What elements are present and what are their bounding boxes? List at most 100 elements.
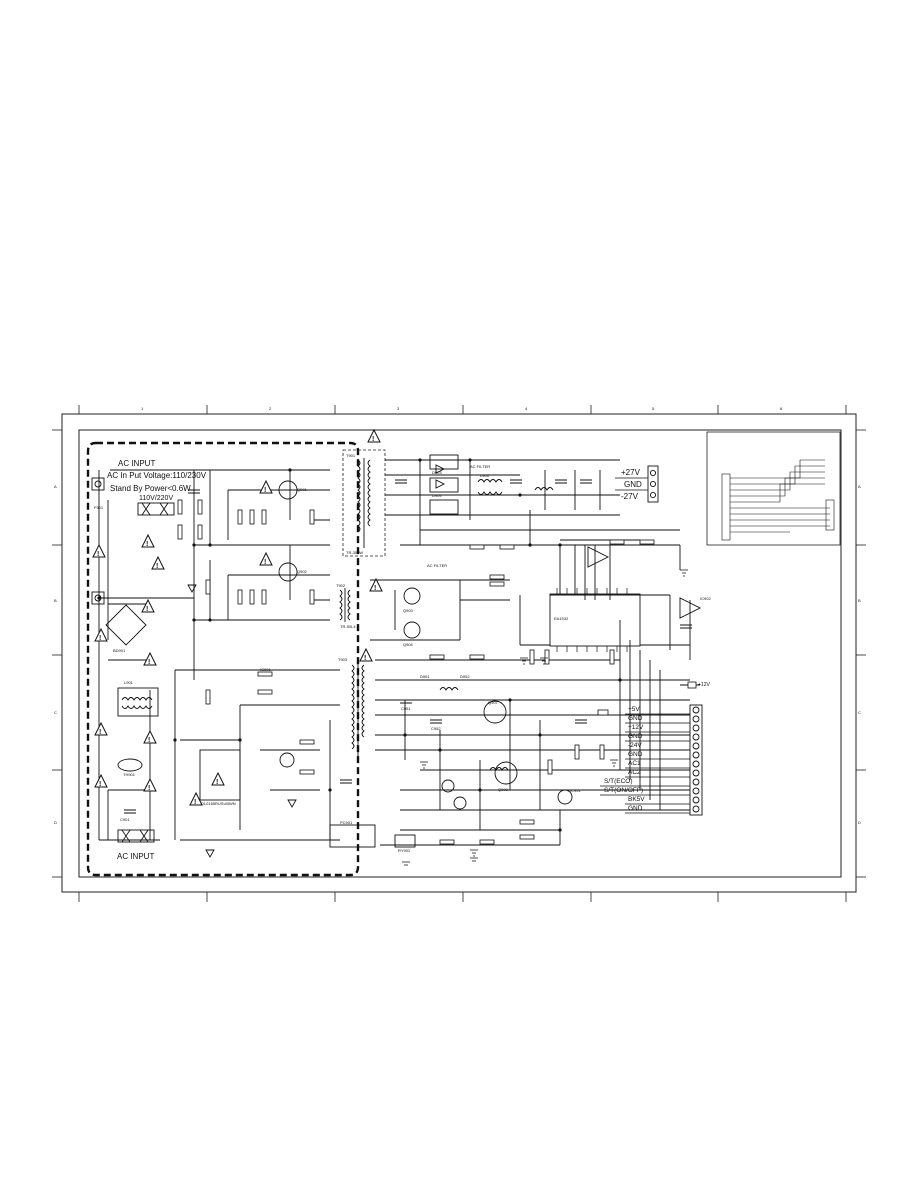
output-pin-3: +12V <box>628 724 644 731</box>
diode-27v-neg-label: D904 <box>432 493 442 498</box>
cap-12v-label: C952 <box>431 726 441 731</box>
output-pin-2: GND <box>628 715 643 722</box>
output-27v-neg: -27V <box>621 492 638 501</box>
inductor-27v-label: L903 <box>480 473 489 478</box>
regulator-body <box>394 834 416 848</box>
output-27v-pos: +27V <box>621 468 640 477</box>
col-marker-4: 4 <box>525 406 528 411</box>
extra-12v-label: +12V <box>698 682 710 688</box>
svg-text:!: ! <box>99 781 101 788</box>
opamp-a <box>587 546 610 568</box>
diode-27v-label: D903 <box>432 470 442 475</box>
row-marker-b-right: B <box>858 598 861 603</box>
thermistor-label: TH901 <box>123 772 136 777</box>
row-marker-d: D <box>54 820 57 825</box>
opamp-b <box>679 597 702 619</box>
ic-ea1532-body <box>549 593 641 647</box>
q-sb2-label: Q908 <box>498 787 508 792</box>
output-27v-gnd: GND <box>624 480 642 489</box>
row-marker-d-right: D <box>858 820 861 825</box>
output-pin-5: -24V <box>628 742 642 749</box>
row-marker-c: C <box>54 710 57 715</box>
bridge-rectifier <box>105 604 147 646</box>
svg-text:!: ! <box>156 563 158 570</box>
optocoupler-body <box>329 824 376 848</box>
col-marker-3: 3 <box>397 406 400 411</box>
relay-label: RY901 <box>398 848 411 853</box>
inset-block <box>706 431 841 546</box>
ac-filter-label-2: AC FILTER <box>427 563 448 568</box>
output-pin-8: AC2 <box>628 769 641 776</box>
ac-input-bottom-label: AC INPUT <box>117 852 155 861</box>
svg-text:!: ! <box>264 487 266 494</box>
ac-filter-label-1: AC FILTER <box>470 464 491 469</box>
svg-text:!: ! <box>148 785 150 792</box>
transformer-sb-label: T903 <box>338 657 348 662</box>
transformer-rating-label: TR-350W <box>346 550 364 555</box>
svg-text:!: ! <box>372 436 374 443</box>
row-marker-a-right: A <box>858 484 861 489</box>
output-pin-10: S/T(ON/OFF) <box>604 787 643 794</box>
output-connector-body <box>689 704 703 816</box>
svg-text:!: ! <box>148 737 150 744</box>
mosfet-a-symbol <box>278 480 298 500</box>
mosfet-b-label: Q902 <box>297 569 307 574</box>
ac-cap-label: C901 <box>120 817 130 822</box>
ac-voltage-line: AC In Put Voltage:110/230V <box>107 471 207 480</box>
regulator-label: IC901 <box>260 667 271 672</box>
bridge-label: BD901 <box>113 648 126 653</box>
output-pin-9: S/T(ECO) <box>604 778 633 785</box>
svg-text:!: ! <box>194 799 196 806</box>
col-marker-2: 2 <box>269 406 272 411</box>
output-pin-1: +5V <box>628 706 640 713</box>
col-marker-1: 1 <box>141 406 144 411</box>
svg-text:!: ! <box>99 729 101 736</box>
output-pin-11: BK5V <box>628 796 645 803</box>
ac-plug <box>117 829 155 843</box>
svg-text:!: ! <box>146 541 148 548</box>
svg-text:!: ! <box>374 585 376 592</box>
line-filter-label: L901 <box>124 680 133 685</box>
output-pin-7: AC1 <box>628 760 641 767</box>
ic-pwm-body <box>199 749 241 801</box>
transformer-box <box>342 449 386 557</box>
diode-5v-label: D951 <box>420 674 430 679</box>
opamp-label: IC902 <box>700 596 711 601</box>
mosfet-b-symbol <box>278 562 298 582</box>
svg-text:!: ! <box>97 551 99 558</box>
regulator-12v-label: IC951 <box>570 788 581 793</box>
col-marker-6: 6 <box>780 406 783 411</box>
diode-12v-label: D952 <box>460 674 470 679</box>
row-marker-b: B <box>54 598 57 603</box>
svg-text:!: ! <box>216 779 218 786</box>
frame-outer <box>61 413 857 893</box>
mosfet-a-label: Q901 <box>297 487 307 492</box>
ac-input-title: AC INPUT <box>118 459 156 468</box>
output-pin-6: GND <box>628 751 643 758</box>
svg-text:!: ! <box>364 655 366 662</box>
transformer-sub-rating-label: TR-SB-4 <box>340 624 356 629</box>
cap-5v-label: C951 <box>401 706 411 711</box>
output-pin-4: GND <box>628 733 643 740</box>
transformer-sub-label: T902 <box>336 583 346 588</box>
output-pin-12: GND <box>628 805 643 812</box>
frame-inner <box>78 429 842 878</box>
ic-main-label: EA1532 <box>554 616 569 621</box>
row-marker-c-right: C <box>858 710 861 715</box>
q-drv2-label: Q904 <box>403 642 413 647</box>
q-sb1-label: Q907 <box>488 700 498 705</box>
primary-region-border <box>86 441 360 877</box>
optocoupler-label: PC901 <box>340 820 353 825</box>
col-marker-5: 5 <box>652 406 655 411</box>
voltage-selector-label: 110V/220V <box>139 495 174 502</box>
fuse-label: F901 <box>94 505 104 510</box>
svg-text:!: ! <box>99 635 101 642</box>
svg-text:!: ! <box>146 606 148 613</box>
ic-pwm-label: DL0165RUSUBWN <box>201 801 236 806</box>
transformer-main-label: T901 <box>346 453 356 458</box>
standby-power-line: Stand By Power<0.6W <box>110 484 191 493</box>
svg-text:!: ! <box>148 659 150 666</box>
svg-text:!: ! <box>264 559 266 566</box>
